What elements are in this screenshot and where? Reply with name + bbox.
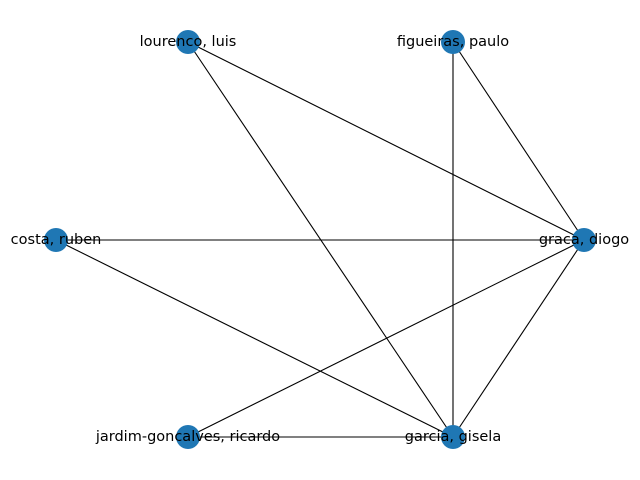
edge-ricardo-diogo: [187, 239, 585, 438]
node-paulo: [441, 30, 465, 54]
node-diogo: [572, 228, 596, 252]
node-label-luis: lourenco, luis: [140, 34, 237, 50]
edge-ruben-gisela: [55, 239, 454, 438]
node-ruben: [44, 228, 68, 252]
edge-luis-diogo: [187, 41, 585, 241]
node-ricardo: [176, 425, 200, 449]
node-label-paulo: figueiras, paulo: [397, 34, 509, 50]
edge-layer: [55, 41, 585, 438]
node-label-diogo: graca, diogo: [539, 232, 629, 248]
node-label-gisela: garcia, gisela: [405, 429, 501, 445]
node-label-ruben: costa, ruben: [11, 232, 102, 248]
node-layer: [44, 30, 596, 449]
edge-diogo-gisela: [452, 239, 585, 438]
node-gisela: [441, 425, 465, 449]
edge-paulo-diogo: [452, 41, 585, 241]
node-label-ricardo: jardim-goncalves, ricardo: [95, 429, 280, 445]
label-layer: lourenco, luis figueiras, paulo costa, rub…: [11, 34, 630, 445]
node-luis: [176, 30, 200, 54]
